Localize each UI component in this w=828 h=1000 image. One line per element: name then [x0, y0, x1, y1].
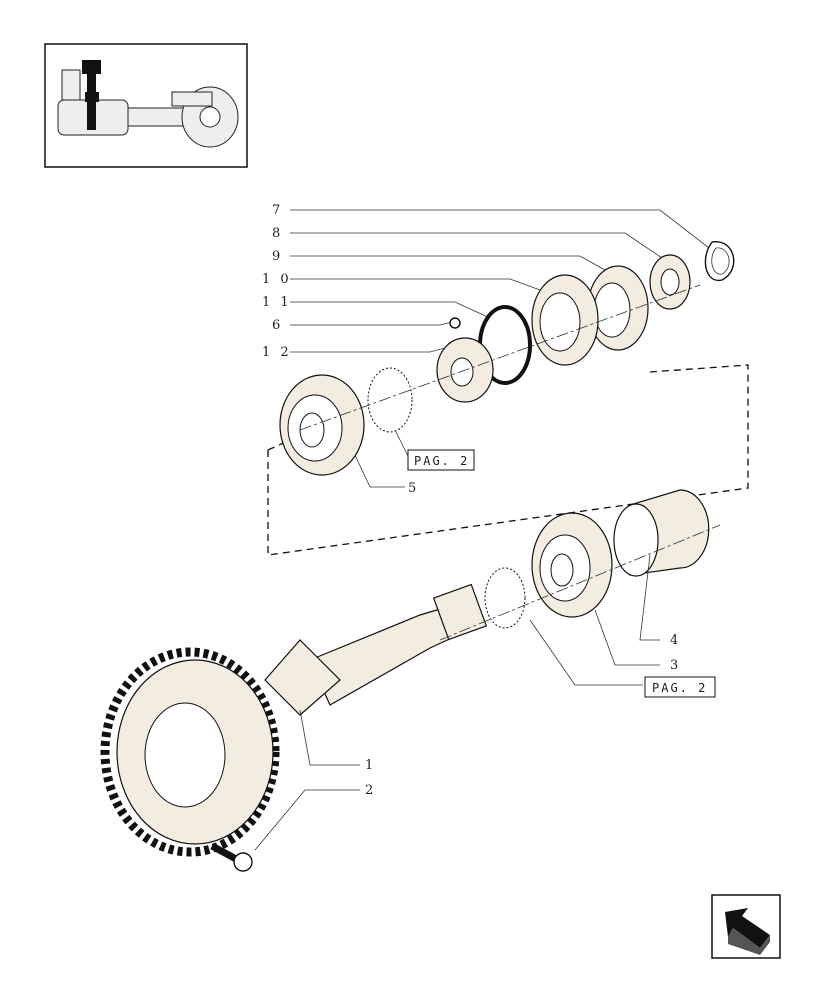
page-ref-box-1[interactable]: PAG. 2	[407, 449, 475, 471]
callout-11: 1 1	[262, 295, 292, 310]
callout-4: 4	[670, 633, 681, 648]
callout-8: 8	[272, 226, 283, 241]
page-ref-box-2[interactable]: PAG. 2	[644, 676, 716, 698]
page-ref-text: PAG. 2	[652, 681, 707, 695]
callout-2: 2	[365, 783, 376, 798]
back-arrow-icon[interactable]	[711, 894, 781, 959]
callout-6: 6	[272, 318, 283, 333]
ring-nut-part[interactable]	[649, 254, 691, 310]
bolt-part[interactable]	[210, 842, 253, 872]
ball-part[interactable]	[449, 317, 461, 329]
shim-lower-part[interactable]	[484, 567, 526, 629]
axle-assembly-thumbnail[interactable]	[44, 43, 248, 168]
page-ref-text: PAG. 2	[414, 454, 469, 468]
callout-12: 1 2	[262, 345, 292, 360]
circlip-part[interactable]	[704, 241, 735, 281]
crown-wheel-part[interactable]	[100, 647, 280, 857]
roller-bearing-upper-part[interactable]	[279, 374, 365, 476]
callout-9: 9	[272, 249, 283, 264]
callout-10: 1 0	[262, 272, 292, 287]
leader-lines-top	[290, 209, 719, 353]
callout-3: 3	[670, 658, 681, 673]
callout-5: 5	[408, 481, 419, 496]
bearing-outer-part[interactable]	[587, 265, 649, 351]
sleeve-part[interactable]	[613, 489, 710, 577]
shim-upper-part[interactable]	[367, 367, 413, 433]
callout-7: 7	[272, 203, 283, 218]
pinion-shaft-part[interactable]	[264, 583, 488, 716]
callout-1: 1	[365, 758, 376, 773]
assembly-dashed-outline	[267, 364, 749, 556]
bearing-part[interactable]	[531, 274, 599, 366]
roller-bearing-lower-part[interactable]	[531, 512, 613, 618]
leader-lines-bottom	[254, 429, 660, 851]
